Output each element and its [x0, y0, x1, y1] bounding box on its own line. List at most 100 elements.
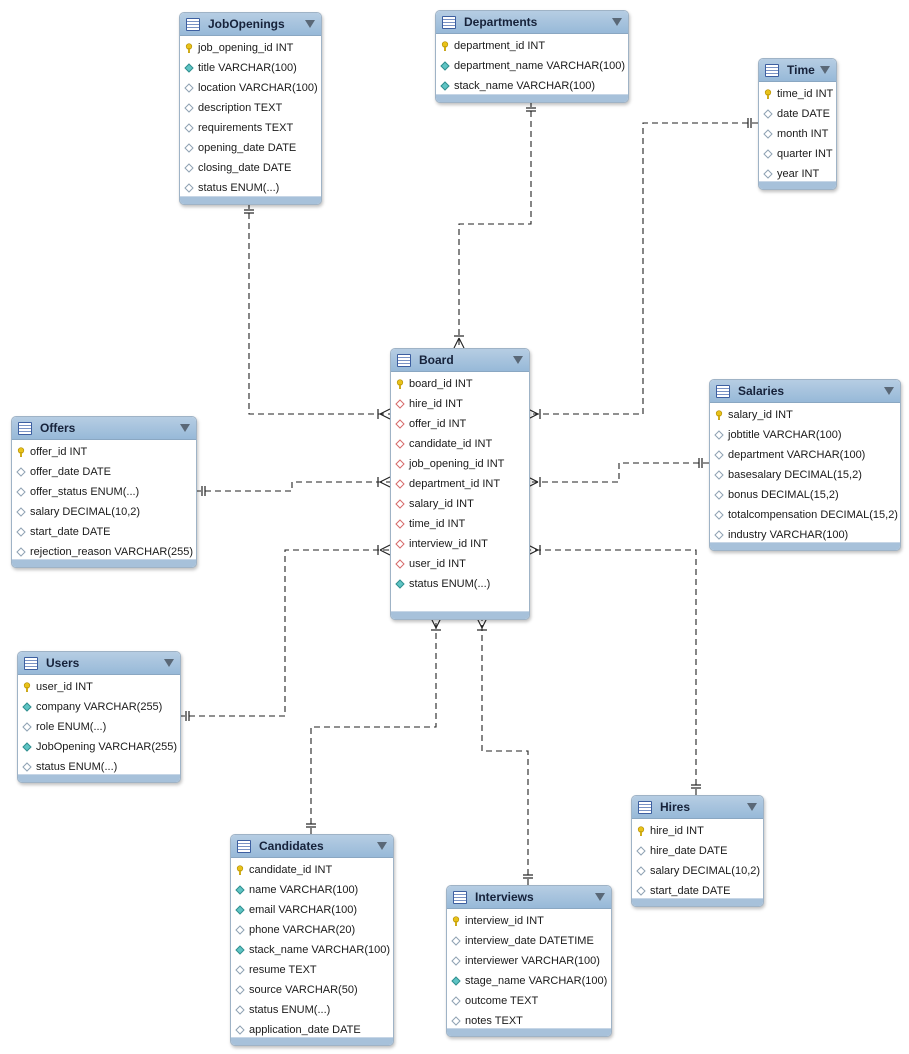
relationship-hires-board[interactable]	[527, 544, 701, 795]
column-row[interactable]: department_id INT	[436, 36, 628, 56]
table-header[interactable]: Users	[18, 652, 180, 675]
relationship-jobopenings-board[interactable]	[244, 203, 391, 420]
column-row[interactable]: stack_name VARCHAR(100)	[231, 940, 393, 960]
column-row[interactable]: JobOpening VARCHAR(255)	[18, 737, 180, 757]
column-row[interactable]: stack_name VARCHAR(100)	[436, 76, 628, 96]
column-row[interactable]: department_id INT	[391, 474, 529, 494]
column-row[interactable]: email VARCHAR(100)	[231, 900, 393, 920]
column-row[interactable]: time_id INT	[759, 84, 836, 104]
column-row[interactable]: bonus DECIMAL(15,2)	[710, 485, 900, 505]
column-row[interactable]: interviewer VARCHAR(100)	[447, 951, 611, 971]
column-row[interactable]: interview_date DATETIME	[447, 931, 611, 951]
relationship-offers-board[interactable]	[195, 476, 391, 496]
collapse-triangle-icon[interactable]	[884, 387, 894, 395]
column-row[interactable]: offer_date DATE	[12, 462, 196, 482]
collapse-triangle-icon[interactable]	[595, 893, 605, 901]
column-row[interactable]: location VARCHAR(100)	[180, 78, 321, 98]
column-row[interactable]: start_date DATE	[632, 881, 763, 901]
column-row[interactable]: candidate_id INT	[231, 860, 393, 880]
column-row[interactable]: date DATE	[759, 104, 836, 124]
table-header[interactable]: Candidates	[231, 835, 393, 858]
column-row[interactable]: hire_id INT	[391, 394, 529, 414]
column-row[interactable]: opening_date DATE	[180, 138, 321, 158]
relationship-salaries-board[interactable]	[527, 458, 709, 488]
column-row[interactable]: month INT	[759, 124, 836, 144]
column-row[interactable]: board_id INT	[391, 374, 529, 394]
column-row[interactable]: title VARCHAR(100)	[180, 58, 321, 78]
column-row[interactable]: jobtitle VARCHAR(100)	[710, 425, 900, 445]
column-row[interactable]: salary_id INT	[710, 405, 900, 425]
column-row[interactable]: source VARCHAR(50)	[231, 980, 393, 1000]
table-header[interactable]: Offers	[12, 417, 196, 440]
column-row[interactable]: description TEXT	[180, 98, 321, 118]
column-row[interactable]: notes TEXT	[447, 1011, 611, 1031]
column-row[interactable]: salary DECIMAL(10,2)	[632, 861, 763, 881]
relationship-time-board[interactable]	[527, 118, 758, 420]
column-row[interactable]: job_opening_id INT	[180, 38, 321, 58]
column-row[interactable]: resume TEXT	[231, 960, 393, 980]
column-row[interactable]: salary DECIMAL(10,2)	[12, 502, 196, 522]
collapse-triangle-icon[interactable]	[820, 66, 830, 74]
column-row[interactable]: hire_id INT	[632, 821, 763, 841]
table-header[interactable]: Departments	[436, 11, 628, 34]
column-row[interactable]: basesalary DECIMAL(15,2)	[710, 465, 900, 485]
collapse-triangle-icon[interactable]	[180, 424, 190, 432]
column-row[interactable]: stage_name VARCHAR(100)	[447, 971, 611, 991]
collapse-triangle-icon[interactable]	[513, 356, 523, 364]
collapse-triangle-icon[interactable]	[305, 20, 315, 28]
relationship-users-board[interactable]	[179, 544, 391, 721]
column-row[interactable]: offer_id INT	[391, 414, 529, 434]
table-header[interactable]: Time	[759, 59, 836, 82]
column-row[interactable]: industry VARCHAR(100)	[710, 525, 900, 545]
table-header[interactable]: JobOpenings	[180, 13, 321, 36]
column-row[interactable]: job_opening_id INT	[391, 454, 529, 474]
column-row[interactable]: user_id INT	[391, 554, 529, 574]
table-header[interactable]: Interviews	[447, 886, 611, 909]
column-row[interactable]: interview_id INT	[391, 534, 529, 554]
column-row[interactable]: status ENUM(...)	[180, 178, 321, 198]
column-row[interactable]: company VARCHAR(255)	[18, 697, 180, 717]
column-row[interactable]: status ENUM(...)	[18, 757, 180, 777]
column-row[interactable]: department_name VARCHAR(100)	[436, 56, 628, 76]
column-row[interactable]: start_date DATE	[12, 522, 196, 542]
column-row[interactable]: totalcompensation DECIMAL(15,2)	[710, 505, 900, 525]
table-header[interactable]: Hires	[632, 796, 763, 819]
column-row[interactable]: phone VARCHAR(20)	[231, 920, 393, 940]
column-row[interactable]: role ENUM(...)	[18, 717, 180, 737]
column-row[interactable]: rejection_reason VARCHAR(255)	[12, 542, 196, 562]
column-row[interactable]: outcome TEXT	[447, 991, 611, 1011]
collapse-triangle-icon[interactable]	[164, 659, 174, 667]
column-row[interactable]: quarter INT	[759, 144, 836, 164]
column-row[interactable]: year INT	[759, 164, 836, 184]
column-row[interactable]: requirements TEXT	[180, 118, 321, 138]
collapse-triangle-icon[interactable]	[747, 803, 757, 811]
column-row[interactable]: department VARCHAR(100)	[710, 445, 900, 465]
column-row[interactable]: closing_date DATE	[180, 158, 321, 178]
relationship-departments-board[interactable]	[453, 101, 536, 349]
column-row[interactable]: interview_id INT	[447, 911, 611, 931]
column-row[interactable]: name VARCHAR(100)	[231, 880, 393, 900]
column-row[interactable]: status ENUM(...)	[391, 574, 529, 594]
column-row[interactable]: offer_status ENUM(...)	[12, 482, 196, 502]
column-row[interactable]: salary_id INT	[391, 494, 529, 514]
collapse-triangle-icon[interactable]	[377, 842, 387, 850]
column-row[interactable]: candidate_id INT	[391, 434, 529, 454]
relationship-interviews-board[interactable]	[476, 617, 533, 885]
column-row[interactable]: status ENUM(...)	[231, 1000, 393, 1020]
relationship-candidates-board[interactable]	[306, 617, 442, 834]
table-header[interactable]: Salaries	[710, 380, 900, 403]
column-row[interactable]: application_date DATE	[231, 1020, 393, 1040]
column-row[interactable]: user_id INT	[18, 677, 180, 697]
column-row[interactable]: time_id INT	[391, 514, 529, 534]
table-header[interactable]: Board	[391, 349, 529, 372]
